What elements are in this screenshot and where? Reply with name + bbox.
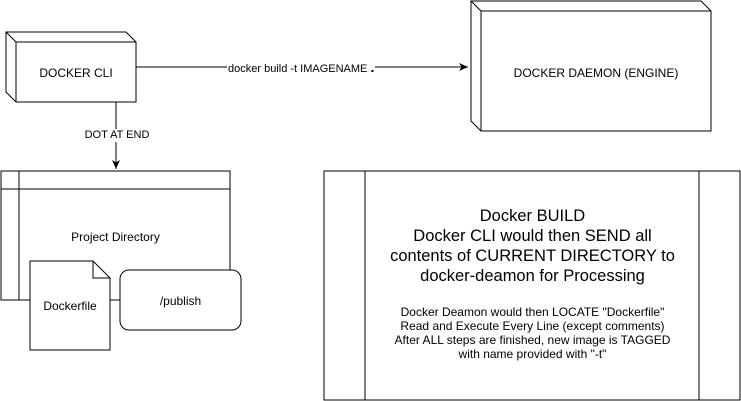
dockerfile-node [29, 260, 111, 351]
publish-label: /publish [159, 294, 202, 308]
build-title-line: Docker CLI would then SEND all [413, 227, 652, 245]
cli-to-project-label: DOT AT END [56, 129, 178, 142]
cli-to-daemon-label: docker build -t IMAGENAME . [227, 59, 376, 76]
cli-to-daemon-dot: . [370, 59, 375, 75]
build-detail-line: Read and Execute Every Line (except comm… [400, 319, 665, 333]
docker-daemon-node [470, 0, 712, 132]
build-detail-line: with name provided with "-t" [458, 347, 607, 361]
build-title-line: contents of CURRENT DIRECTORY to [390, 247, 675, 265]
build-detail-line: After ALL steps are finished, new image … [394, 333, 671, 347]
publish-node [119, 269, 242, 331]
build-title-line: docker-deamon for Processing [420, 267, 645, 285]
build-title: Docker BUILD Docker CLI would then SEND … [366, 206, 699, 286]
project-directory-label: Project Directory [71, 230, 160, 244]
build-detail: Docker Deamon would then LOCATE "Dockerf… [366, 305, 699, 361]
dockerfile-label: Dockerfile [43, 299, 97, 313]
docker-cli-label: DOCKER CLI [39, 66, 113, 80]
build-process-node [323, 170, 741, 401]
build-title-line: Docker BUILD [479, 207, 586, 225]
cli-to-daemon-text: docker build -t IMAGENAME [228, 63, 368, 75]
docker-cli-node [5, 31, 137, 103]
docker-daemon-label: DOCKER DAEMON (ENGINE) [513, 66, 679, 80]
build-detail-line: Docker Deamon would then LOCATE "Dockerf… [400, 305, 665, 319]
